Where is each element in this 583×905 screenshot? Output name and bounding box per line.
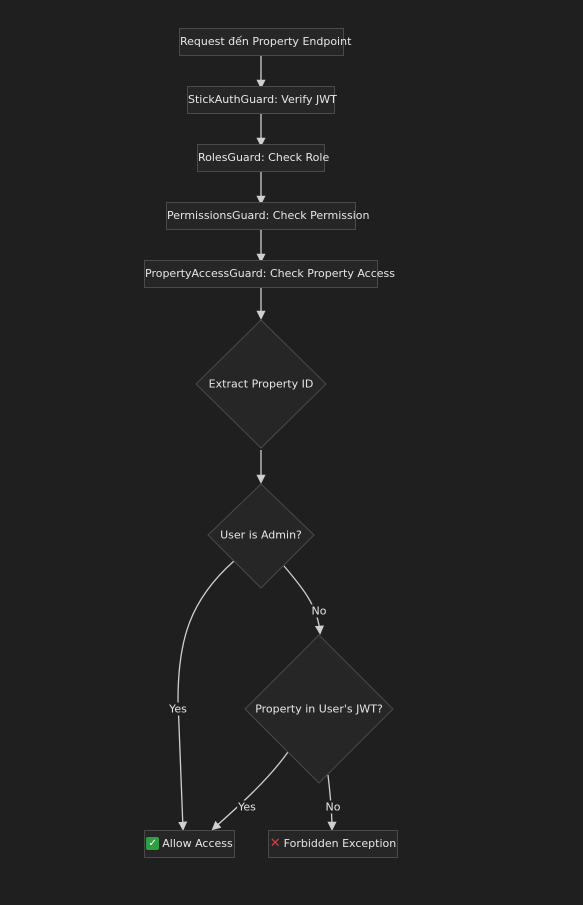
edge-isadmin-yes — [177, 560, 235, 831]
decision-extract-label: Extract Property ID — [208, 377, 314, 391]
node-property-access-guard: PropertyAccessGuard: Check Property Acce… — [144, 260, 395, 288]
check-mark-icon: ✓ — [146, 836, 160, 850]
node-allow-access-label: Allow Access — [162, 837, 233, 850]
node-stick-auth-guard: StickAuthGuard: Verify JWT — [187, 86, 337, 114]
node-forbidden-exception-label: Forbidden Exception — [283, 837, 397, 850]
cross-mark-icon: ✕ — [269, 835, 281, 851]
node-stick-auth-guard-label: StickAuthGuard: Verify JWT — [188, 93, 337, 106]
node-roles-guard: RolesGuard: Check Role — [197, 144, 329, 172]
edge-isadmin-no — [283, 565, 325, 635]
node-request-label: Request đến Property Endpoint — [180, 35, 352, 48]
decision-extract-shape — [195, 319, 327, 449]
node-property-access-guard-label: PropertyAccessGuard: Check Property Acce… — [145, 267, 395, 280]
decision-injwt-shape — [244, 634, 394, 784]
node-request: Request đến Property Endpoint — [179, 28, 351, 56]
edge-label-admin-no: No — [310, 604, 328, 618]
edge-label-jwt-no: No — [324, 800, 342, 814]
decision-isadmin-shape — [207, 483, 315, 589]
node-allow-access: ✓Allow Access — [144, 830, 235, 858]
node-permissions-guard: PermissionsGuard: Check Permission — [166, 202, 369, 230]
decision-injwt-label: Property in User's JWT? — [255, 702, 383, 716]
edge-injwt-yes — [211, 751, 289, 831]
edge-label-admin-yes: Yes — [168, 702, 188, 716]
edge-label-jwt-yes: Yes — [237, 800, 257, 814]
node-forbidden-exception: ✕Forbidden Exception — [268, 830, 398, 858]
decision-isadmin-label: User is Admin? — [220, 528, 302, 542]
node-roles-guard-label: RolesGuard: Check Role — [198, 151, 330, 164]
node-permissions-guard-label: PermissionsGuard: Check Permission — [167, 209, 370, 222]
